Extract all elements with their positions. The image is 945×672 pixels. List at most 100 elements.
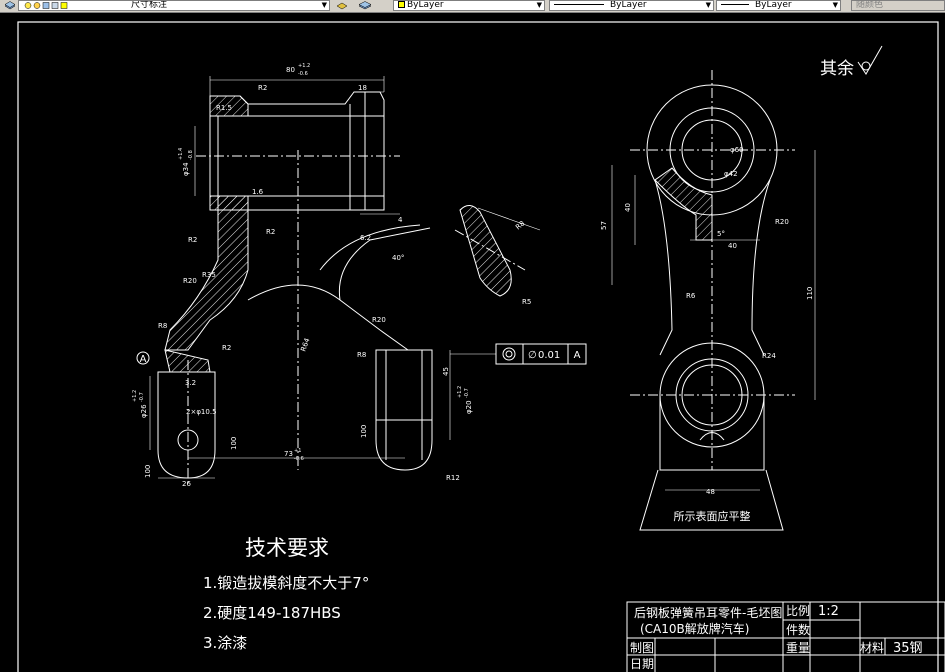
color-dropdown[interactable]: ByLayer ▼ [393, 0, 545, 11]
svg-text:3.2: 3.2 [185, 379, 196, 387]
plotstyle-dropdown: 随颜色 [851, 0, 945, 11]
side-view-note: 所示表面应平整 [674, 509, 751, 523]
linetype-value: ByLayer [610, 0, 647, 10]
svg-text:48: 48 [706, 488, 715, 496]
plotstyle-value: 随颜色 [856, 0, 884, 10]
title-block [626, 601, 945, 672]
tolerance-datum: A [574, 350, 581, 361]
svg-text:φ60: φ60 [730, 146, 744, 154]
concentricity-symbol: ∅ [528, 350, 537, 361]
svg-text:4: 4 [398, 216, 403, 224]
svg-text:φ34: φ34 [182, 162, 190, 176]
chevron-down-icon[interactable]: ▼ [321, 1, 327, 9]
svg-text:R12: R12 [446, 474, 460, 482]
properties-toolbar: 尺寸标注 ▼ ByLayer ▼ ByLayer ▼ ByLayer ▼ 随颜色 [0, 0, 945, 13]
layer-dropdown[interactable]: 尺寸标注 ▼ [18, 0, 330, 11]
svg-text:R2: R2 [188, 236, 197, 244]
surface-roughness-note: 其余 [820, 59, 854, 79]
svg-text:-0.8: -0.8 [188, 150, 194, 160]
scale-label: 比例 [786, 604, 810, 618]
drawn-label: 制图 [630, 641, 654, 655]
roughness-symbol-icon [857, 45, 883, 75]
drawing-border [17, 21, 939, 672]
layer-previous-icon[interactable] [358, 1, 372, 10]
svg-text:+1.2: +1.2 [457, 386, 463, 398]
svg-text:R20: R20 [775, 218, 789, 226]
svg-text:26: 26 [182, 480, 191, 488]
svg-text:100: 100 [230, 437, 238, 450]
svg-text:R35: R35 [202, 271, 216, 279]
title-block-text: 后钢板弹簧吊耳零件-毛坯图 (CA10B解放牌汽车) 比例 1:2 件数 制图 … [630, 604, 923, 671]
svg-text:R8: R8 [357, 351, 366, 359]
layer-state-icons [24, 2, 68, 9]
tolerance-value: 0.01 [538, 350, 560, 361]
tech-item: 2.硬度149-187HBS [203, 604, 341, 622]
svg-text:18: 18 [358, 84, 367, 92]
svg-text:+1: +1 [294, 448, 301, 454]
svg-text:R2: R2 [258, 84, 267, 92]
material-value: 35钢 [893, 641, 923, 656]
technical-requirements: 技术要求 1.锻造拔模斜度不大于7° 2.硬度149-187HBS 3.涂漆 [203, 536, 369, 652]
svg-text:R8: R8 [158, 322, 167, 330]
svg-text:R5: R5 [522, 298, 531, 306]
color-swatch [398, 1, 405, 8]
lineweight-preview [721, 4, 749, 5]
material-label: 材料 [860, 641, 884, 655]
layers-icon[interactable] [4, 1, 16, 10]
svg-text:A: A [140, 354, 147, 365]
tech-item: 1.锻造拔模斜度不大于7° [203, 574, 369, 592]
svg-text:2×φ10.5: 2×φ10.5 [186, 408, 217, 416]
side-view [611, 70, 816, 531]
svg-text:110: 110 [806, 287, 814, 300]
geometric-tolerance-frame: ∅ 0.01 A [450, 343, 587, 365]
removed-section [454, 205, 541, 297]
svg-text:100: 100 [360, 425, 368, 438]
lineweight-value: ByLayer [755, 0, 792, 10]
tech-title: 技术要求 [245, 536, 329, 560]
svg-text:+1.4: +1.4 [178, 148, 184, 160]
svg-text:R20: R20 [183, 277, 197, 285]
svg-text:73: 73 [284, 450, 293, 458]
side-view-dimensions: φ60 φ42 57 40 5° 40 R20 R6 110 R24 48 [600, 146, 814, 496]
svg-text:+1.2: +1.2 [132, 390, 138, 402]
lineweight-dropdown[interactable]: ByLayer ▼ [716, 0, 841, 11]
svg-text:R64: R64 [299, 336, 311, 352]
svg-text:6.2: 6.2 [360, 234, 371, 242]
make-layer-current-icon[interactable] [336, 1, 348, 10]
left-lug [157, 371, 216, 479]
svg-text:-0.6: -0.6 [298, 71, 308, 77]
svg-text:80: 80 [286, 66, 295, 74]
front-view [149, 76, 451, 485]
svg-text:R20: R20 [372, 316, 386, 324]
svg-text:5°: 5° [717, 230, 725, 238]
left-arm-section [164, 195, 249, 351]
date-label: 日期 [630, 657, 654, 671]
chevron-down-icon[interactable]: ▼ [832, 1, 838, 9]
qty-label: 件数 [786, 622, 810, 637]
front-view-dimensions: 80 +1.2 -0.6 R2 18 R1.5 φ34 +1.4 -0.8 1.… [132, 63, 531, 488]
svg-text:R6: R6 [686, 292, 696, 300]
right-lug [375, 349, 433, 471]
svg-text:φ26: φ26 [140, 404, 148, 418]
svg-text:R24: R24 [762, 352, 776, 360]
svg-text:40°: 40° [392, 254, 404, 262]
scale-value: 1:2 [818, 604, 839, 619]
weight-label: 重量 [786, 641, 810, 655]
color-value: ByLayer [407, 0, 444, 10]
tech-item: 3.涂漆 [203, 634, 247, 652]
svg-text:R2: R2 [222, 344, 231, 352]
linetype-preview [554, 4, 604, 5]
svg-text:1.6: 1.6 [252, 188, 264, 196]
svg-text:φ42: φ42 [724, 170, 738, 178]
drawing-canvas[interactable]: A ∅ 0.01 A 80 +1.2 -0.6 R2 18 R1.5 φ34 +… [0, 12, 945, 672]
chevron-down-icon[interactable]: ▼ [536, 1, 542, 9]
linetype-dropdown[interactable]: ByLayer ▼ [549, 0, 714, 11]
svg-text:40: 40 [624, 203, 632, 212]
chevron-down-icon[interactable]: ▼ [705, 1, 711, 9]
layer-name: 尺寸标注 [131, 0, 168, 10]
svg-text:φ20: φ20 [465, 400, 473, 414]
svg-text:100: 100 [144, 465, 152, 478]
svg-text:R2: R2 [266, 228, 275, 236]
vehicle-name: (CA10B解放牌汽车) [640, 621, 749, 636]
datum-a: A [136, 351, 150, 365]
